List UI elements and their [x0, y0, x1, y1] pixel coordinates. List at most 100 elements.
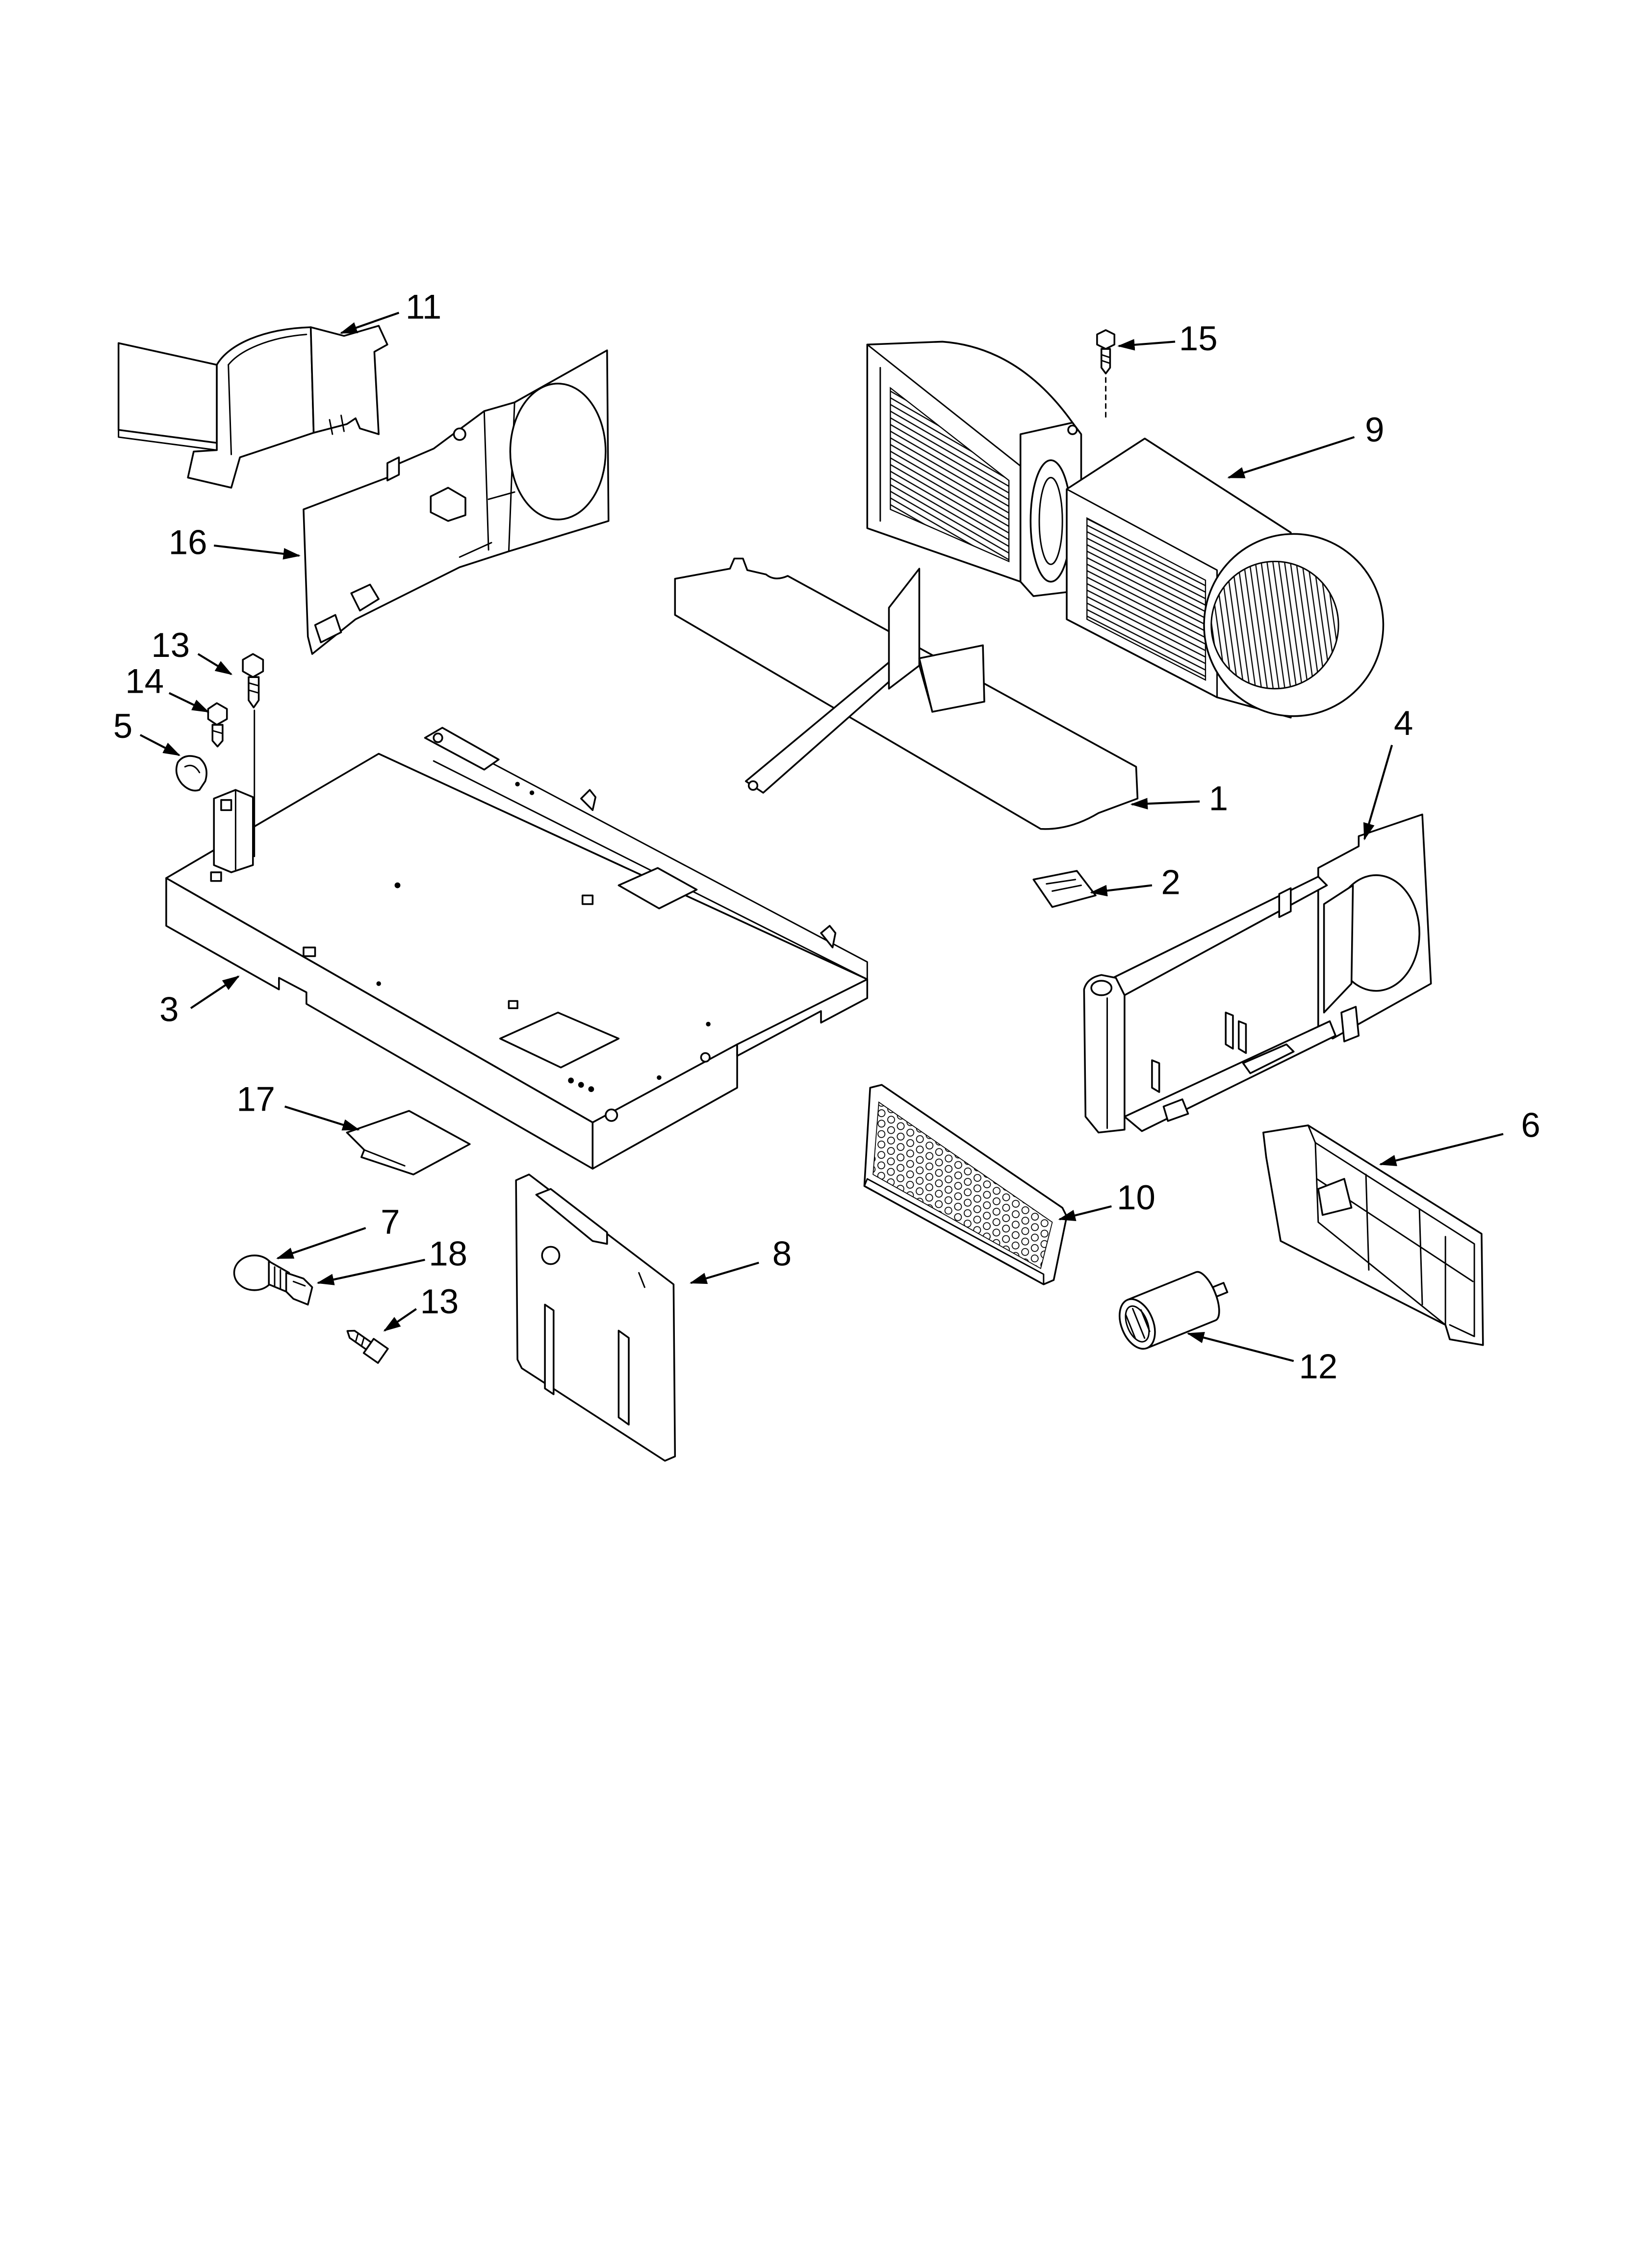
- motor-mount-hole: [1067, 424, 1078, 435]
- chassis-hole: [210, 871, 222, 882]
- frame-tab: [1162, 1098, 1189, 1122]
- part-5-clip: [175, 755, 207, 792]
- chassis-tab: [580, 789, 597, 811]
- callout-5: 5: [113, 706, 132, 745]
- part-12-capacitor: [1119, 1271, 1229, 1350]
- part-8-access-panel: [515, 1173, 676, 1462]
- socket-body: [285, 1272, 313, 1306]
- plate-edge: [459, 542, 492, 558]
- chassis-hole: [515, 782, 520, 786]
- chassis-hole: [578, 1082, 584, 1088]
- grille-holes: [872, 1101, 1053, 1269]
- leader-arrow-17: [284, 1105, 360, 1131]
- callout-1: 1: [1209, 779, 1228, 817]
- leader-arrow-18: [316, 1258, 425, 1285]
- callout-2: 2: [1161, 862, 1180, 901]
- part-14-screw: [207, 702, 228, 748]
- panel-top-strip: [535, 1188, 608, 1245]
- chassis-rail: [433, 760, 865, 979]
- plate-stud: [453, 427, 466, 441]
- leader-arrow-13-lower: [383, 1308, 417, 1332]
- part-13-screw-lower: [346, 1330, 389, 1364]
- rail-bracket-hole: [433, 732, 443, 743]
- chassis-hole: [394, 882, 401, 888]
- chassis-cutout: [617, 867, 698, 910]
- callout-13-lower: 13: [420, 1282, 459, 1321]
- bracket-curved-panel: [187, 326, 315, 489]
- left-housing-scroll: [890, 387, 1010, 563]
- bracket-right-panel: [309, 325, 388, 435]
- screw-thread: [248, 682, 260, 694]
- leader-arrow-8: [689, 1261, 759, 1284]
- part-6-filter-frame: [1262, 1124, 1484, 1346]
- part-17-cover-plate: [346, 1110, 471, 1175]
- left-housing-edge: [866, 343, 1022, 467]
- chassis-hole: [588, 1086, 594, 1093]
- callout-9: 9: [1365, 410, 1384, 449]
- callout-8: 8: [772, 1234, 792, 1273]
- leader-arrow-1: [1130, 798, 1200, 809]
- leader-arrow-2: [1090, 884, 1153, 897]
- leader-arrow-12: [1186, 1331, 1294, 1362]
- callout-15: 15: [1179, 319, 1218, 358]
- filter-frame-grid: [1316, 1173, 1474, 1326]
- part-10-grille: [863, 1084, 1068, 1285]
- chassis-hole: [568, 1077, 574, 1084]
- right-housing-scroll: [1086, 517, 1206, 681]
- screw-head: [242, 653, 264, 678]
- leader-arrow-13-upper: [197, 653, 233, 676]
- frame-end-post: [1083, 974, 1126, 1134]
- plate-tab: [430, 487, 466, 522]
- frame-post-cap: [1090, 980, 1113, 996]
- part-13-screw-upper: [242, 653, 264, 858]
- callout-16: 16: [169, 523, 207, 562]
- part-11-duct-bracket: [117, 325, 388, 489]
- chassis-hole: [376, 981, 381, 986]
- clip-detail: [184, 764, 201, 774]
- bracket-tabs: [329, 415, 345, 435]
- motor-end-inner: [1038, 477, 1063, 565]
- part-2-bracket: [1032, 870, 1097, 908]
- chassis-cutout: [499, 1012, 620, 1069]
- bulb-base-thread: [274, 1266, 282, 1290]
- blower-fan-wheel: [1210, 560, 1339, 690]
- leader-arrow-11: [339, 312, 400, 334]
- baffle-box-edge: [918, 665, 933, 713]
- plate-notch: [487, 491, 515, 500]
- callout-4: 4: [1394, 704, 1413, 742]
- panel-detail: [638, 1272, 645, 1288]
- chassis-right-face: [591, 1043, 738, 1170]
- grille-base-flange: [863, 1178, 1045, 1285]
- screw-head: [362, 1338, 389, 1364]
- plate-slot: [386, 456, 400, 482]
- socket-detail: [292, 1280, 306, 1287]
- screw-thread: [355, 1332, 365, 1347]
- chassis-hole: [508, 1000, 518, 1009]
- part-18-lamp-socket: [285, 1272, 313, 1306]
- part-1-air-baffle: [674, 557, 1139, 830]
- clip-body: [175, 755, 207, 792]
- leader-arrows: [139, 312, 1504, 1362]
- filter-frame-outline: [1262, 1124, 1484, 1346]
- frame-tab: [1151, 1059, 1160, 1093]
- chassis-post-hole: [220, 799, 232, 811]
- callout-12: 12: [1299, 1347, 1337, 1386]
- plate-tab: [314, 614, 342, 644]
- chassis-hole: [529, 790, 535, 795]
- capacitor-end: [1119, 1298, 1156, 1350]
- mounting-slot: [544, 1303, 555, 1395]
- baffle-strut-hole: [747, 780, 759, 791]
- capacitor-stud: [1212, 1282, 1229, 1298]
- leader-arrow-7: [276, 1227, 366, 1259]
- chassis-rail: [476, 754, 868, 980]
- frame-tab: [1242, 1043, 1295, 1074]
- leader-arrow-4: [1363, 745, 1393, 841]
- callout-18: 18: [429, 1234, 467, 1273]
- frame-tab: [1340, 1006, 1360, 1043]
- part-7-light-bulb: [233, 1254, 290, 1293]
- leader-arrow-6: [1379, 1133, 1504, 1167]
- fan-opening: [509, 383, 607, 521]
- panel-hole: [541, 1246, 561, 1265]
- leader-arrow-9: [1227, 436, 1355, 479]
